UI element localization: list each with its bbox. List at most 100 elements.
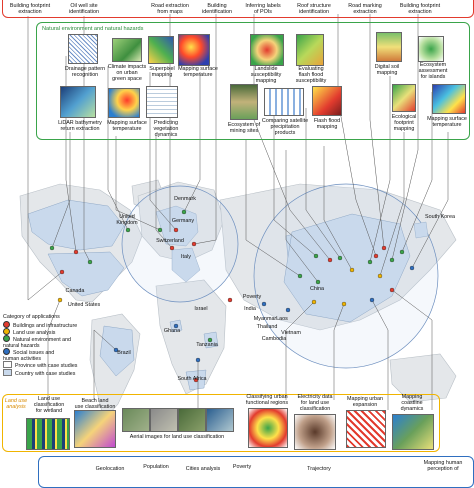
ecological-footprint-thumbnail xyxy=(392,84,416,112)
surface-temp2-thumbnail xyxy=(108,88,140,118)
landslide-thumbnail xyxy=(250,34,284,66)
label-superpixel: Superpixel mapping xyxy=(149,66,175,78)
drainage-thumbnail xyxy=(68,34,98,64)
canada-region xyxy=(27,199,125,251)
country-label-us: United States xyxy=(67,302,101,308)
yellow-dot-icon xyxy=(3,328,10,335)
legend-item-buildings: Buildings and infrastructure xyxy=(3,321,77,329)
blue-square-icon xyxy=(3,369,12,376)
location-dot xyxy=(157,227,163,233)
location-dot xyxy=(87,259,93,265)
legend-item-country: Country with case studies xyxy=(3,369,75,377)
country-label-south-africa: South Africa xyxy=(177,376,207,382)
label-ecosystem-mining: Ecosystem of mining sites xyxy=(227,122,261,134)
label-wetland: Land use classification for wetland xyxy=(33,396,65,414)
africa-landmass xyxy=(155,279,227,395)
label-building-footprint-right: Building footprint extraction xyxy=(399,3,441,15)
label-functional: Classifying urban functional regions xyxy=(245,394,289,406)
label-mapping-human: Mapping human perception of xyxy=(423,460,463,472)
location-dot xyxy=(261,301,267,307)
aerial-thumbnail-3 xyxy=(178,408,206,432)
red-dot-icon xyxy=(3,321,10,328)
flash-flood-map-thumbnail xyxy=(312,86,342,116)
land-use-panel-title: Land use analysis xyxy=(4,398,28,410)
green-dot-icon xyxy=(3,335,10,342)
location-dot xyxy=(227,297,233,303)
label-building-footprint: Building footprint extraction xyxy=(9,3,51,15)
location-dot xyxy=(313,253,319,259)
aerial-thumbnail-1 xyxy=(122,408,150,432)
location-dot xyxy=(377,273,383,279)
country-label-india: India xyxy=(244,306,256,312)
china-zoom-provinces xyxy=(283,213,411,323)
ecosystem-islands-thumbnail xyxy=(418,36,444,62)
location-dot xyxy=(389,257,395,263)
connector-lines xyxy=(27,14,449,410)
label-population: Population xyxy=(143,464,169,470)
label-aerial: Aerial images for land use classificatio… xyxy=(129,434,225,440)
surface-temp3-thumbnail xyxy=(432,84,466,114)
location-dot xyxy=(367,259,373,265)
label-road-extraction: Road extraction from maps xyxy=(151,3,189,15)
label-beach: Beach land use classification xyxy=(74,398,116,410)
country-label-poverty: Poverty xyxy=(242,294,262,300)
country-label-denmark: Denmark xyxy=(174,196,196,202)
country-label-china: China xyxy=(309,286,325,292)
australia-landmass xyxy=(389,353,457,403)
location-dot xyxy=(311,299,317,305)
label-geolocation: Geolocation xyxy=(95,466,125,472)
satellite-precip-thumbnail xyxy=(264,88,304,116)
country-label-canada: Canada xyxy=(65,288,85,294)
country-label-italy: Italy xyxy=(181,254,191,260)
country-label-israel: Israel xyxy=(194,306,208,312)
label-landslide: Landslide susceptibility mapping xyxy=(250,66,282,84)
electricity-thumbnail xyxy=(294,414,336,450)
social-panel xyxy=(38,456,474,488)
label-vegetation: Predicting vegetation dynamics xyxy=(153,120,179,138)
location-dot xyxy=(207,337,213,343)
label-satellite-precip: Comparing satellite precipitation produc… xyxy=(261,118,309,136)
country-label-vietnam: Vietnam xyxy=(281,330,301,336)
location-dot xyxy=(173,227,179,233)
label-digital-soil: Digital soil mapping xyxy=(374,64,400,76)
europe-zoom-countries xyxy=(155,205,201,283)
location-dot xyxy=(57,297,63,303)
urban-expansion-thumbnail xyxy=(346,410,386,448)
location-dot xyxy=(297,273,303,279)
location-dot xyxy=(49,245,55,251)
label-surface-temp: Mapping surface temperature xyxy=(178,66,218,78)
location-dot xyxy=(169,245,175,251)
location-dot xyxy=(399,249,405,255)
label-coastline: Mapping coastline dynamics xyxy=(400,394,424,412)
country-label-uk: United Kingdom xyxy=(116,214,138,226)
location-dot xyxy=(191,241,197,247)
label-building-identification: Building identification xyxy=(202,3,232,15)
usa-region xyxy=(47,251,125,297)
natural-panel-title: Natural environment and natural hazards xyxy=(42,26,144,32)
coastline-thumbnail xyxy=(392,414,434,450)
label-cities-analysis: Cities analysis xyxy=(185,466,221,472)
label-ecological-footprint: Ecological footprint mapping xyxy=(391,114,417,132)
location-dot xyxy=(341,301,347,307)
label-drainage: Drainage pattern recognition xyxy=(64,66,106,78)
natural-environment-panel xyxy=(36,22,470,140)
location-dot xyxy=(327,257,333,263)
location-dot xyxy=(73,249,79,255)
label-inferring-pois: Inferring labels of POIs xyxy=(245,3,281,15)
location-dot xyxy=(59,269,65,275)
label-surface-temp3: Mapping surface temperature xyxy=(427,116,467,128)
climate-thumbnail xyxy=(112,38,142,62)
functional-thumbnail xyxy=(248,408,288,448)
aerial-thumbnail-2 xyxy=(150,408,178,432)
location-dot xyxy=(349,267,355,273)
country-label-brazil: Brazil xyxy=(117,350,131,356)
label-climate: Climate impacts on urban green space xyxy=(107,64,147,82)
country-label-south-korea: South Korea xyxy=(425,214,455,220)
label-flash-flood-eval: Evaluating flash flood susceptibility xyxy=(295,66,327,84)
location-dot xyxy=(193,377,199,383)
surface-temp-thumbnail xyxy=(178,34,210,66)
beach-thumbnail xyxy=(74,410,116,448)
label-poverty: Poverty xyxy=(232,464,252,470)
country-label-tanzania: Tanzania xyxy=(196,342,218,348)
wetland-thumbnail xyxy=(26,418,70,450)
